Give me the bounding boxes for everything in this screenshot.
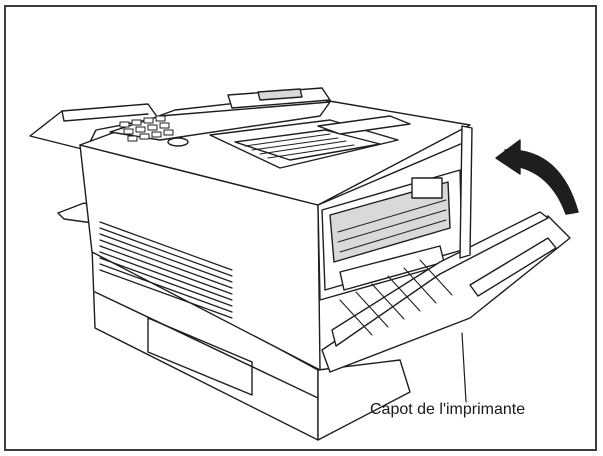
- document-path: [209, 115, 411, 169]
- printer-interior: [321, 169, 463, 291]
- rotation-arrow: [495, 139, 579, 215]
- callout-label-printer-cover: Capot de l'imprimante: [370, 401, 526, 418]
- keypad: [119, 115, 174, 142]
- printer-cover: [321, 125, 571, 373]
- callout-leader-line: [461, 332, 467, 403]
- control-panel: [109, 87, 331, 147]
- vent-slits: [99, 221, 233, 319]
